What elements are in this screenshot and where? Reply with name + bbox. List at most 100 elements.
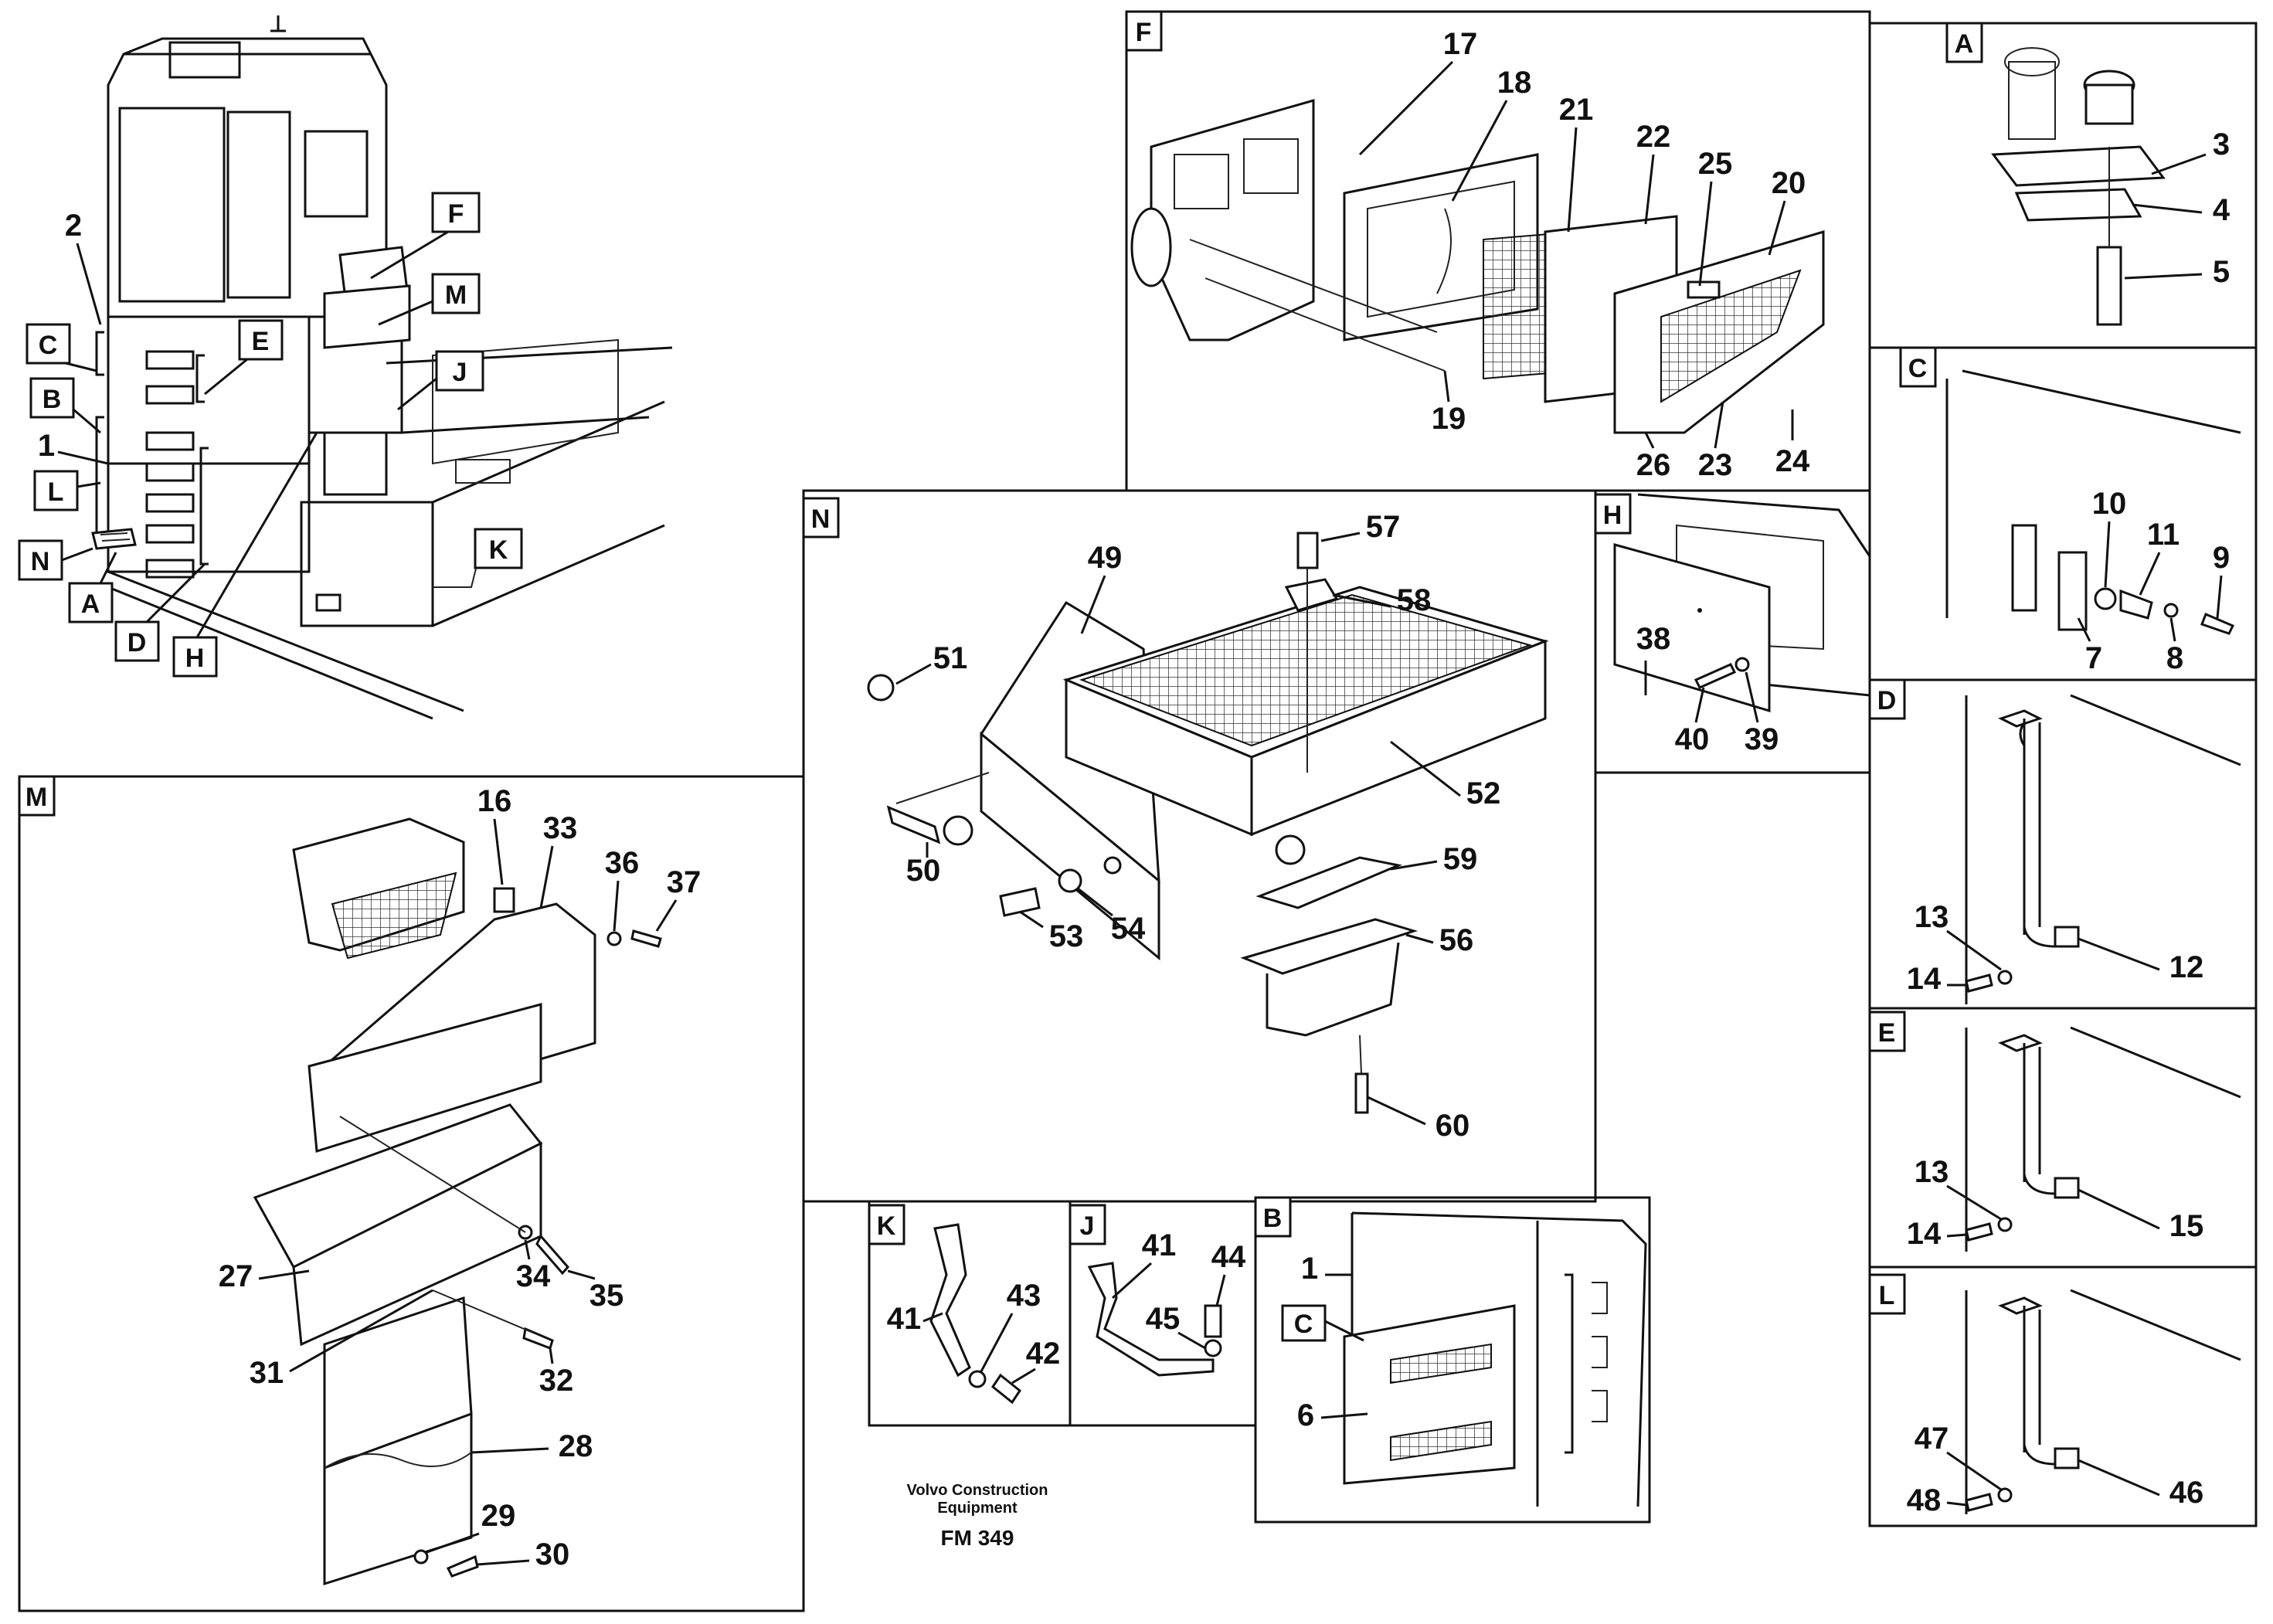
caption-code: FM 349 — [941, 1526, 1014, 1550]
callout-B[interactable]: B — [29, 377, 101, 434]
svg-text:58: 58 — [1397, 583, 1432, 617]
svg-text:15: 15 — [2169, 1209, 2204, 1243]
svg-text:B: B — [42, 385, 62, 414]
svg-text:34: 34 — [516, 1259, 551, 1293]
panel-A: A 3 4 5 — [1868, 22, 2258, 349]
callout-H[interactable]: H — [172, 432, 318, 678]
svg-text:3: 3 — [2213, 127, 2230, 161]
panel-N: N — [802, 489, 1597, 1203]
svg-text:K: K — [877, 1211, 896, 1241]
svg-text:N: N — [811, 505, 831, 534]
svg-text:H: H — [1603, 501, 1622, 530]
svg-text:17: 17 — [1443, 27, 1478, 61]
svg-text:1: 1 — [1301, 1252, 1318, 1286]
panel-H: H 38 40 39 — [1594, 489, 1871, 774]
svg-text:42: 42 — [1026, 1337, 1061, 1371]
svg-text:27: 27 — [219, 1259, 253, 1293]
panel-L: L 47 48 46 — [1868, 1266, 2258, 1527]
panel-M-labels: 16 33 36 37 27 34 35 31 32 28 29 30 — [219, 784, 702, 1571]
callout-N[interactable]: N — [18, 539, 93, 581]
svg-text:F: F — [448, 199, 464, 229]
panel-C: C 10 11 9 7 8 — [1868, 346, 2258, 681]
panel-F-labels: 17 18 21 22 25 20 19 26 23 24 — [1358, 27, 1810, 482]
svg-text:29: 29 — [481, 1499, 516, 1533]
svg-text:28: 28 — [559, 1429, 593, 1463]
svg-text:13: 13 — [1915, 1155, 1949, 1189]
svg-text:54: 54 — [1111, 912, 1146, 946]
svg-text:A: A — [1955, 29, 1974, 59]
caption-company-line2: Equipment — [937, 1500, 1018, 1517]
svg-text:45: 45 — [1146, 1302, 1181, 1336]
callout-J[interactable]: J — [397, 350, 484, 411]
svg-text:36: 36 — [605, 846, 640, 880]
svg-text:52: 52 — [1466, 776, 1501, 810]
svg-text:4: 4 — [2213, 193, 2231, 227]
svg-text:9: 9 — [2213, 541, 2230, 575]
overview-label-2: 2 — [65, 209, 82, 243]
svg-text:49: 49 — [1088, 541, 1123, 575]
svg-text:21: 21 — [1559, 93, 1594, 127]
svg-text:20: 20 — [1772, 166, 1806, 200]
callout-E[interactable]: E — [204, 319, 284, 396]
callout-M[interactable]: M — [378, 273, 481, 326]
svg-text:A: A — [81, 589, 100, 619]
panel-D: D 13 14 12 — [1868, 678, 2258, 1010]
svg-text:14: 14 — [1907, 962, 1942, 996]
svg-text:8: 8 — [2166, 641, 2183, 675]
svg-text:50: 50 — [906, 854, 941, 888]
svg-text:10: 10 — [2092, 487, 2127, 521]
svg-text:5: 5 — [2213, 255, 2230, 289]
svg-text:C: C — [39, 331, 58, 360]
svg-text:46: 46 — [2169, 1476, 2204, 1510]
svg-text:30: 30 — [535, 1537, 570, 1571]
svg-text:39: 39 — [1745, 722, 1779, 756]
svg-text:56: 56 — [1439, 923, 1474, 957]
svg-text:44: 44 — [1211, 1240, 1246, 1274]
panel-K: K 41 43 42 — [868, 1200, 1072, 1427]
svg-text:13: 13 — [1915, 900, 1949, 934]
svg-text:C: C — [1294, 1310, 1313, 1339]
svg-text:J: J — [1080, 1211, 1095, 1241]
callout-K[interactable]: K — [474, 528, 523, 569]
panel-B: B 1 C 6 — [1254, 1196, 1651, 1524]
overview-callouts: F M J K C E B — [18, 192, 523, 678]
svg-text:47: 47 — [1915, 1422, 1949, 1456]
callout-F[interactable]: F — [370, 192, 481, 280]
svg-text:B: B — [1263, 1204, 1283, 1233]
svg-text:33: 33 — [543, 811, 578, 845]
panel-E: E 13 14 15 — [1868, 1007, 2258, 1269]
svg-text:22: 22 — [1636, 120, 1671, 154]
svg-text:14: 14 — [1907, 1217, 1942, 1251]
svg-text:J: J — [453, 358, 467, 387]
svg-text:41: 41 — [887, 1302, 922, 1336]
callout-C[interactable]: C — [25, 323, 97, 372]
svg-text:26: 26 — [1636, 448, 1671, 482]
svg-text:H: H — [185, 644, 205, 673]
svg-text:D: D — [127, 628, 147, 657]
panel-J: J 41 44 45 — [1069, 1200, 1257, 1427]
svg-text:18: 18 — [1497, 66, 1532, 100]
svg-text:53: 53 — [1049, 919, 1084, 953]
svg-text:11: 11 — [2147, 518, 2180, 552]
callout-D[interactable]: D — [114, 562, 206, 662]
svg-text:48: 48 — [1907, 1483, 1942, 1517]
callout-A[interactable]: A — [68, 552, 117, 623]
svg-text:12: 12 — [2169, 950, 2204, 984]
svg-text:35: 35 — [589, 1279, 624, 1313]
svg-text:M: M — [25, 783, 47, 812]
svg-text:M: M — [445, 280, 467, 310]
panel-N-labels: 49 57 58 51 52 50 53 54 59 56 60 — [895, 510, 1501, 1143]
svg-text:K: K — [489, 535, 508, 565]
callout-L[interactable]: L — [33, 470, 101, 511]
svg-text:57: 57 — [1366, 510, 1401, 544]
svg-text:40: 40 — [1675, 722, 1710, 756]
svg-text:E: E — [252, 327, 270, 356]
svg-text:41: 41 — [1142, 1228, 1177, 1262]
overview-label-1: 1 — [38, 429, 55, 463]
svg-text:51: 51 — [933, 641, 968, 675]
panel-M: M — [18, 775, 805, 1612]
panel-F: F — [1125, 10, 1871, 492]
svg-text:16: 16 — [477, 784, 512, 818]
caption: Volvo Construction Equipment FM 349 — [907, 1482, 1048, 1550]
